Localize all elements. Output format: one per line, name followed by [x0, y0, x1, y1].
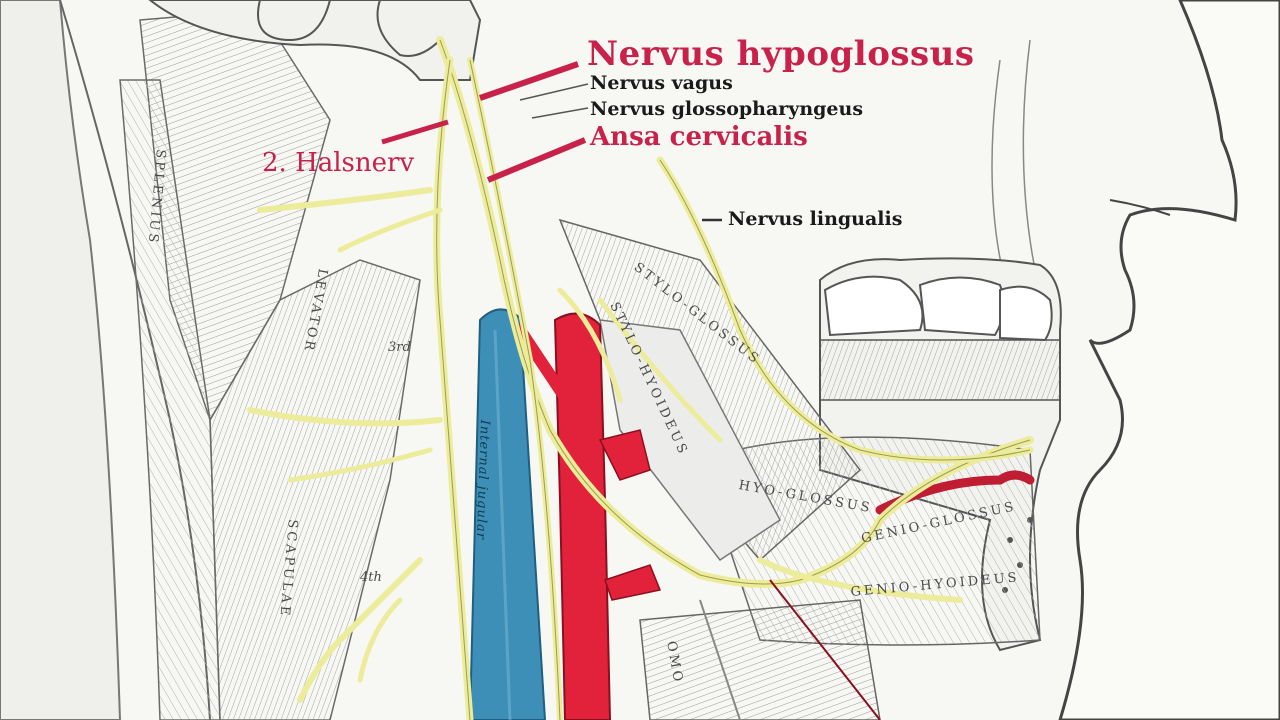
label-leader-lines [381, 61, 881, 720]
skull-base [148, 0, 482, 81]
label-nervus-vagus: Nervus vagus [590, 72, 733, 94]
tongue-muscles [558, 218, 1041, 646]
label-ansa-cervicalis: Ansa cervicalis [590, 122, 808, 152]
label-nervus-hypoglossus: Nervus hypoglossus [587, 34, 975, 74]
label-nervus-lingualis: Nervus lingualis [728, 208, 903, 230]
hyoid-region [639, 599, 881, 720]
posterior-muscles [119, 9, 421, 720]
face-outline [991, 0, 1280, 720]
label-nervus-glossopharyngeus: Nervus glossopharyngeus [590, 98, 864, 120]
vertebra-3-text: 3rd [388, 340, 411, 355]
nerves [247, 36, 1034, 720]
vertebra-4-text: 4th [360, 570, 382, 585]
label-halsnerv-2: 2. Halsnerv [262, 148, 415, 178]
